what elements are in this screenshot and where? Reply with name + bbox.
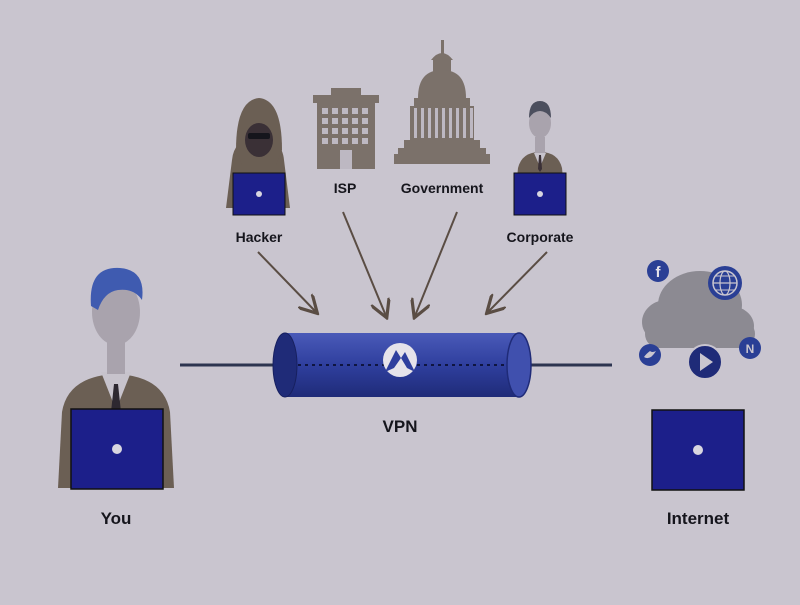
building-window: [332, 138, 338, 144]
building-window: [362, 128, 368, 134]
building-window: [332, 128, 338, 134]
arrow-government: [415, 211, 458, 316]
hooded-hacker-icon: [226, 98, 290, 216]
building-window: [342, 128, 348, 134]
building-window: [352, 138, 358, 144]
building-window: [322, 118, 328, 124]
label-vpn: VPN: [382, 417, 418, 436]
n-glyph: N: [746, 342, 755, 356]
arrow-corporate: [488, 251, 548, 312]
building-window: [352, 128, 358, 134]
building-window: [332, 108, 338, 114]
capitol-column: [428, 108, 431, 138]
building-window: [362, 138, 368, 144]
label-hacker: Hacker: [235, 229, 283, 245]
building-window: [342, 108, 348, 114]
businessman-icon: [513, 101, 567, 216]
capitol-column: [435, 108, 438, 138]
capitol-columns: [414, 108, 473, 138]
label-corporate: Corporate: [506, 229, 574, 245]
arrow-hacker: [257, 251, 316, 312]
label-isp: ISP: [333, 180, 357, 196]
arrow-isp: [342, 211, 386, 316]
n-badge-icon: N: [739, 337, 761, 359]
play-icon: [687, 344, 723, 380]
internet-laptop-icon: [651, 409, 745, 491]
building-window: [352, 118, 358, 124]
building-window: [332, 118, 338, 124]
capitol-column: [442, 108, 445, 138]
nordvpn-logo-icon: [383, 343, 417, 377]
isp-windows: [322, 108, 368, 144]
facebook-glyph: f: [656, 264, 662, 281]
building-window: [342, 118, 348, 124]
building-window: [322, 108, 328, 114]
capitol-dome-icon: [394, 40, 490, 164]
building-window: [362, 118, 368, 124]
label-government: Government: [400, 180, 484, 196]
capitol-column: [463, 108, 466, 138]
building-window: [322, 128, 328, 134]
globe-icon: [708, 266, 742, 300]
twitter-icon: [639, 344, 661, 366]
building-window: [352, 108, 358, 114]
person-laptop-icon: [58, 267, 174, 490]
label-internet: Internet: [666, 509, 730, 528]
building-window: [362, 108, 368, 114]
building-window: [342, 138, 348, 144]
capitol-column: [414, 108, 417, 138]
facebook-icon: f: [647, 260, 669, 282]
label-you: You: [100, 509, 132, 528]
capitol-column: [449, 108, 452, 138]
capitol-column: [421, 108, 424, 138]
building-window: [322, 138, 328, 144]
capitol-column: [456, 108, 459, 138]
capitol-column: [470, 108, 473, 138]
